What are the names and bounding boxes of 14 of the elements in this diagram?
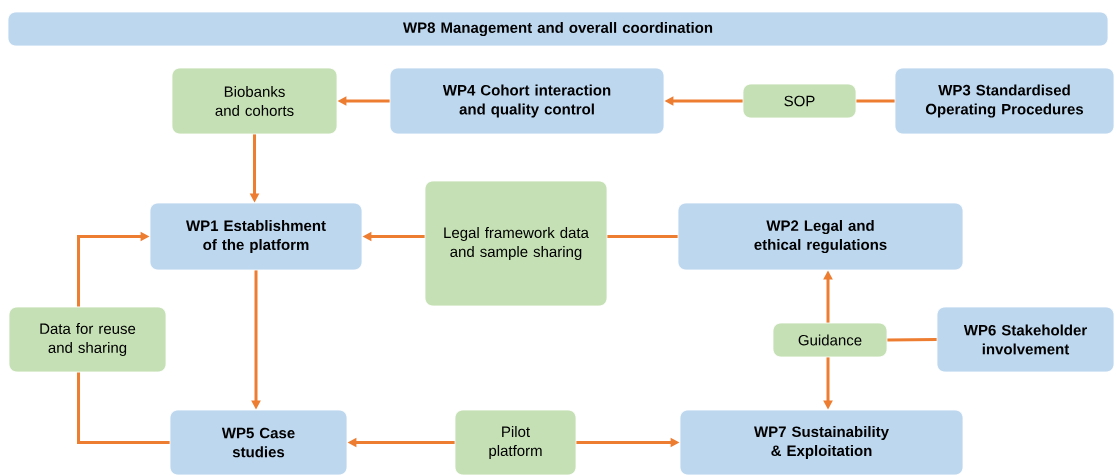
work-package-box: WP3 Standardised Operating Procedures bbox=[894, 67, 1115, 135]
output-box: Data for reuse and sharing bbox=[8, 306, 167, 373]
output-box: Biobanks and cohorts bbox=[171, 67, 338, 135]
work-package-box: WP2 Legal and ethical regulations bbox=[677, 202, 964, 271]
output-box: Pilot platform bbox=[454, 409, 577, 475]
work-package-box: WP1 Establishment of the platform bbox=[149, 202, 363, 271]
output-box: Legal framework data and sample sharing bbox=[424, 180, 608, 307]
work-package-box: WP7 Sustainability & Exploitation bbox=[679, 409, 964, 475]
work-package-box: WP8 Management and overall coordination bbox=[7, 11, 1109, 47]
work-package-box: WP5 Case studies bbox=[169, 409, 348, 475]
output-box: Guidance bbox=[772, 322, 888, 358]
output-box: SOP bbox=[742, 83, 857, 119]
work-package-box: WP6 Stakeholder involvement bbox=[936, 306, 1115, 373]
work-package-box: WP4 Cohort interaction and quality control bbox=[389, 67, 665, 135]
